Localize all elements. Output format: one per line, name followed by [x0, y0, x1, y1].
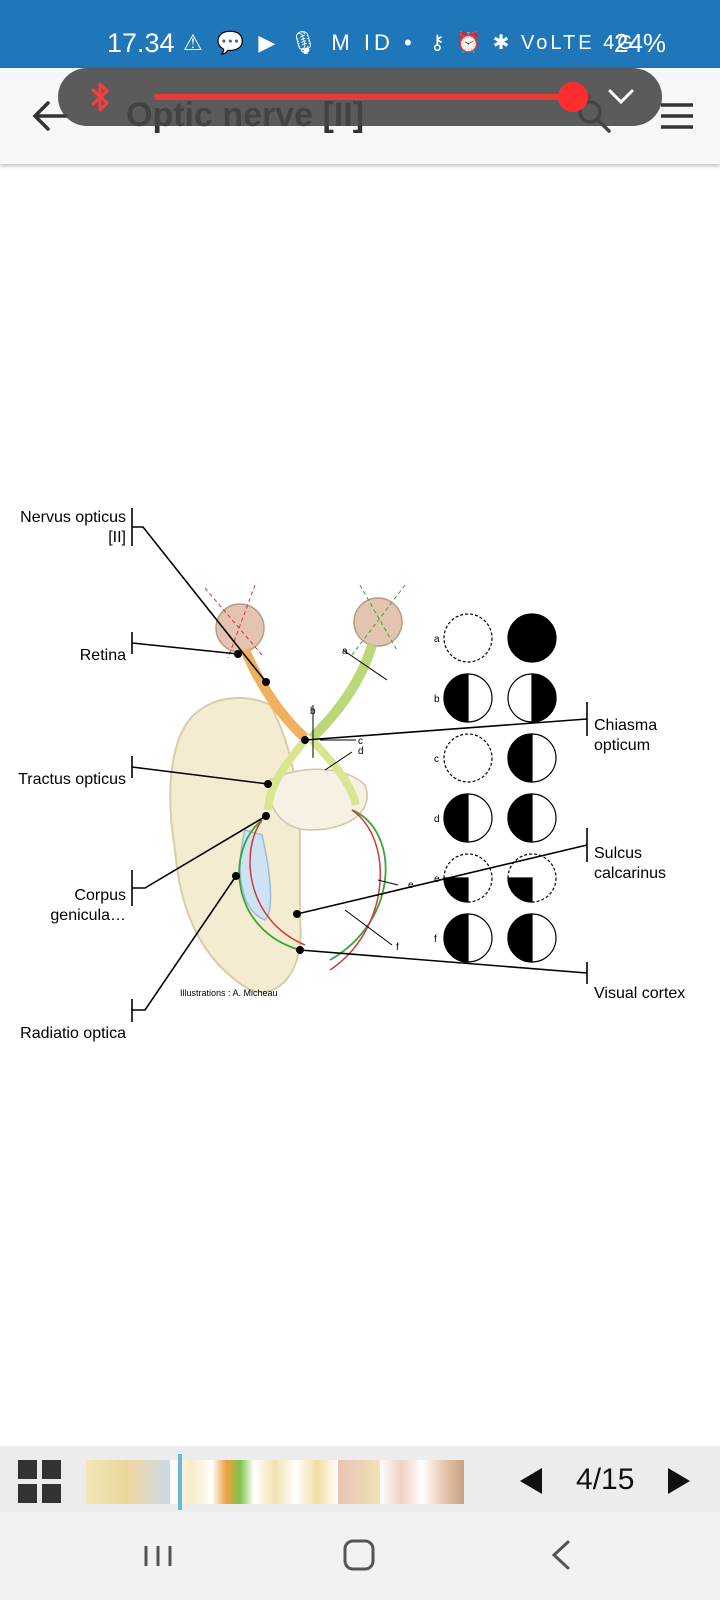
label-chiasma-opticum: Chiasma opticum — [594, 717, 658, 754]
label-retina: Retina — [79, 647, 126, 664]
thumbnail[interactable] — [170, 1460, 212, 1504]
thumbnail[interactable] — [212, 1460, 254, 1504]
field-letter-c: c — [434, 754, 439, 765]
brain-section — [169, 697, 302, 993]
leader-chiasma-opticum — [304, 702, 588, 741]
thumbnail[interactable] — [128, 1460, 170, 1504]
leader-radiatio-optica — [131, 875, 237, 1022]
battery-level: 24% — [614, 28, 667, 58]
pager-bar: 4/15 — [0, 1446, 720, 1512]
field-letter-b: b — [434, 694, 440, 705]
pathway-letter-e: e — [408, 880, 414, 891]
label-sulcus-calcarinus: Sulcus calcarinus — [594, 845, 667, 882]
pathway-letter-f: f — [396, 942, 399, 953]
status-bar: 17.34 ⚠ 💬 ▶ 🎙 M ID • ⚷ ⏰ ✱ VoLTE 4G 24% — [0, 0, 720, 68]
thumbnail[interactable] — [254, 1460, 296, 1504]
home-icon[interactable] — [342, 1538, 376, 1572]
illustration-credit: Illustrations : A. Micheau — [180, 988, 278, 998]
field-letter-e: e — [434, 874, 440, 885]
pathway-letter-b: b — [310, 706, 316, 717]
page-separator: / — [592, 1463, 602, 1496]
page-counter: 4/15 — [576, 1463, 634, 1497]
optic-radiation-right — [329, 809, 387, 961]
leader-nervus-opticus — [131, 508, 267, 683]
label-nervus-opticus: Nervus opticus [II] — [20, 509, 126, 546]
thumbnail[interactable] — [422, 1460, 464, 1504]
system-back-icon[interactable] — [548, 1538, 572, 1572]
back-arrow-icon[interactable] — [30, 96, 70, 136]
field-letter-f: f — [434, 934, 437, 945]
status-time: 17.34 — [107, 28, 175, 58]
chevron-down-icon[interactable] — [606, 84, 636, 108]
system-icons: ⚷ ⏰ ✱ VoLTE 4G — [430, 32, 636, 54]
recent-apps-icon[interactable] — [142, 1540, 174, 1572]
bluetooth-icon[interactable] — [88, 80, 112, 114]
volume-overlay — [58, 68, 662, 126]
visual-field-defects — [443, 613, 557, 963]
optic-pathway-illustration: a b c d e f Illustrations : A. Micheau a… — [131, 508, 588, 1022]
previous-page-icon[interactable] — [520, 1468, 542, 1494]
pathway-letter-a: a — [342, 646, 348, 657]
system-navigation-bar — [0, 1512, 720, 1600]
label-tractus-opticus: Tractus opticus — [18, 771, 126, 788]
optic-radiation-left — [238, 819, 301, 951]
current-page: 4 — [576, 1463, 593, 1496]
label-corpus-geniculatum: Corpus genicula… — [50, 887, 126, 924]
leader-corpus-geniculatum — [131, 815, 267, 906]
current-thumbnail-indicator — [178, 1454, 182, 1510]
total-pages: 15 — [601, 1463, 635, 1496]
leader-retina — [131, 632, 239, 655]
right-optic-nerve — [308, 643, 377, 742]
pathway-letter-c: c — [358, 736, 363, 747]
field-letter-a: a — [434, 634, 440, 645]
thumbnail[interactable] — [296, 1460, 338, 1504]
label-radiatio-optica: Radiatio optica — [20, 1025, 126, 1042]
menu-icon[interactable] — [660, 102, 694, 130]
thumbnail[interactable] — [86, 1460, 128, 1504]
leader-visual-cortex — [299, 949, 588, 984]
leader-tractus-opticus — [131, 756, 269, 785]
pathway-letter-d: d — [358, 746, 364, 757]
volume-slider-track[interactable] — [154, 94, 572, 100]
thumbnail-strip[interactable] — [86, 1454, 464, 1510]
thumbnail[interactable] — [338, 1460, 380, 1504]
next-page-icon[interactable] — [668, 1468, 690, 1494]
right-eye — [353, 597, 403, 647]
label-visual-cortex: Visual cortex — [594, 985, 686, 1002]
field-letter-d: d — [434, 814, 440, 825]
leader-sulcus-calcarinus — [296, 828, 588, 915]
thumbnail[interactable] — [380, 1460, 422, 1504]
grid-view-icon[interactable] — [18, 1460, 62, 1504]
notification-icons: ⚠ 💬 ▶ 🎙 M ID • — [183, 30, 416, 55]
volume-slider-thumb[interactable] — [558, 82, 588, 112]
